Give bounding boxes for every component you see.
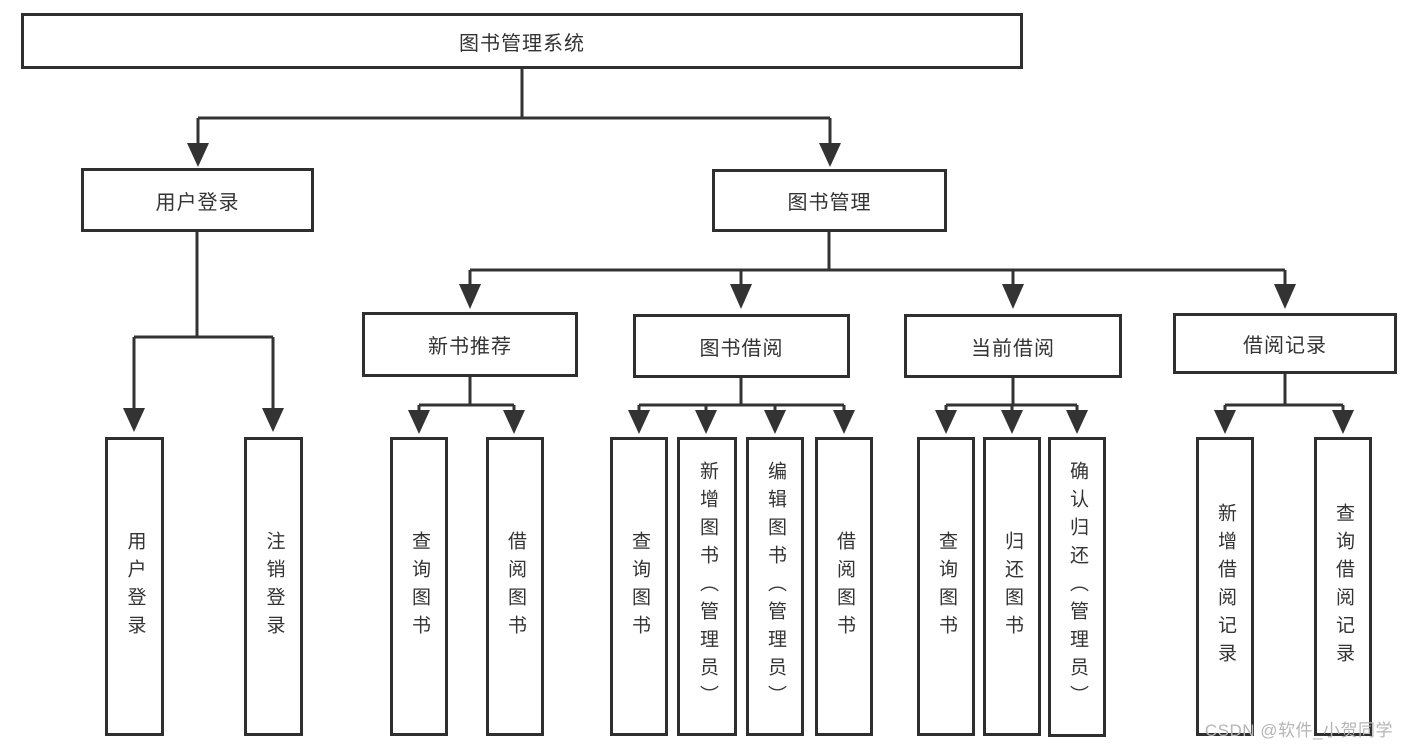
arrow-down-icon — [628, 410, 650, 434]
node-label: 图书管理系统 — [459, 32, 585, 55]
node-new-book-recommend: 新书推荐 — [362, 312, 578, 377]
arrow-down-icon — [459, 284, 481, 309]
arrow-down-icon — [1066, 410, 1088, 434]
arrow-down-icon — [1001, 410, 1023, 434]
borrowing-records-connector — [1214, 374, 1354, 434]
node-label: 归还图书 — [1001, 530, 1023, 643]
node-label: 借阅记录 — [1243, 335, 1327, 357]
node-label: 新增图书（管理员） — [696, 460, 718, 713]
node-book-management: 图书管理 — [712, 169, 947, 232]
arrow-down-icon — [819, 143, 841, 167]
node-book-borrowing: 图书借阅 — [633, 314, 850, 378]
arrow-down-icon — [503, 410, 525, 434]
root-branch-connector — [187, 69, 841, 167]
leaf-query-borrow-record: 查询借阅记录 — [1314, 437, 1372, 736]
leaf-add-book-admin: 新增图书（管理员） — [677, 437, 737, 736]
leaf-query-books-borrowing: 查询图书 — [610, 437, 668, 736]
node-label: 用户登录 — [155, 191, 240, 214]
arrow-down-icon — [833, 410, 855, 434]
node-user-login: 用户登录 — [81, 168, 314, 232]
node-label: 借阅图书 — [833, 530, 855, 643]
arrow-down-icon — [123, 408, 145, 432]
node-label: 确认归还（管理员） — [1066, 461, 1088, 713]
arrow-down-icon — [730, 284, 752, 309]
node-borrowing-records: 借阅记录 — [1173, 313, 1397, 374]
leaf-borrow-books-borrowing: 借阅图书 — [815, 437, 873, 736]
node-current-borrowing: 当前借阅 — [904, 314, 1122, 378]
user-login-branch-connector — [123, 232, 284, 432]
node-label: 新书推荐 — [428, 336, 512, 358]
arrow-down-icon — [187, 143, 209, 167]
leaf-user-login: 用户登录 — [105, 437, 164, 736]
node-label: 查询图书 — [408, 530, 430, 643]
arrow-down-icon — [764, 410, 786, 434]
csdn-watermark: CSDN @软件_小贺同学 — [1204, 721, 1393, 740]
arrow-down-icon — [262, 408, 284, 432]
leaf-add-borrow-record: 新增借阅记录 — [1196, 437, 1254, 736]
node-label: 查询图书 — [628, 530, 650, 643]
arrow-down-icon — [1332, 410, 1354, 434]
arrow-down-icon — [1274, 284, 1296, 309]
arrow-down-icon — [408, 410, 430, 434]
book-management-branch-connector — [459, 232, 1296, 309]
arrow-down-icon — [695, 410, 717, 434]
arrow-down-icon — [1002, 284, 1024, 309]
node-library-management-system: 图书管理系统 — [21, 13, 1023, 69]
node-label: 注销登录 — [263, 530, 285, 643]
node-label: 编辑图书（管理员） — [764, 460, 786, 713]
arrow-down-icon — [1214, 410, 1236, 434]
node-label: 图书管理 — [787, 192, 872, 214]
leaf-return-books: 归还图书 — [983, 437, 1041, 736]
book-borrowing-connector — [628, 378, 855, 434]
leaf-confirm-return-admin: 确认归还（管理员） — [1048, 437, 1106, 737]
node-label: 借阅图书 — [504, 530, 526, 643]
current-borrowing-connector — [935, 378, 1088, 434]
leaf-query-books-recommend: 查询图书 — [390, 437, 448, 736]
leaf-edit-book-admin: 编辑图书（管理员） — [746, 437, 804, 736]
node-label: 新增借阅记录 — [1214, 502, 1236, 671]
node-label: 图书借阅 — [699, 337, 784, 360]
new-book-recommend-connector — [408, 377, 525, 434]
leaf-logout: 注销登录 — [244, 437, 303, 736]
node-label: 查询借阅记录 — [1332, 502, 1354, 671]
node-label: 查询图书 — [935, 530, 957, 643]
node-label: 当前借阅 — [971, 337, 1055, 360]
leaf-query-books-current: 查询图书 — [917, 437, 975, 736]
node-label: 用户登录 — [124, 530, 146, 643]
arrow-down-icon — [935, 410, 957, 434]
leaf-borrow-books-recommend: 借阅图书 — [486, 437, 544, 736]
